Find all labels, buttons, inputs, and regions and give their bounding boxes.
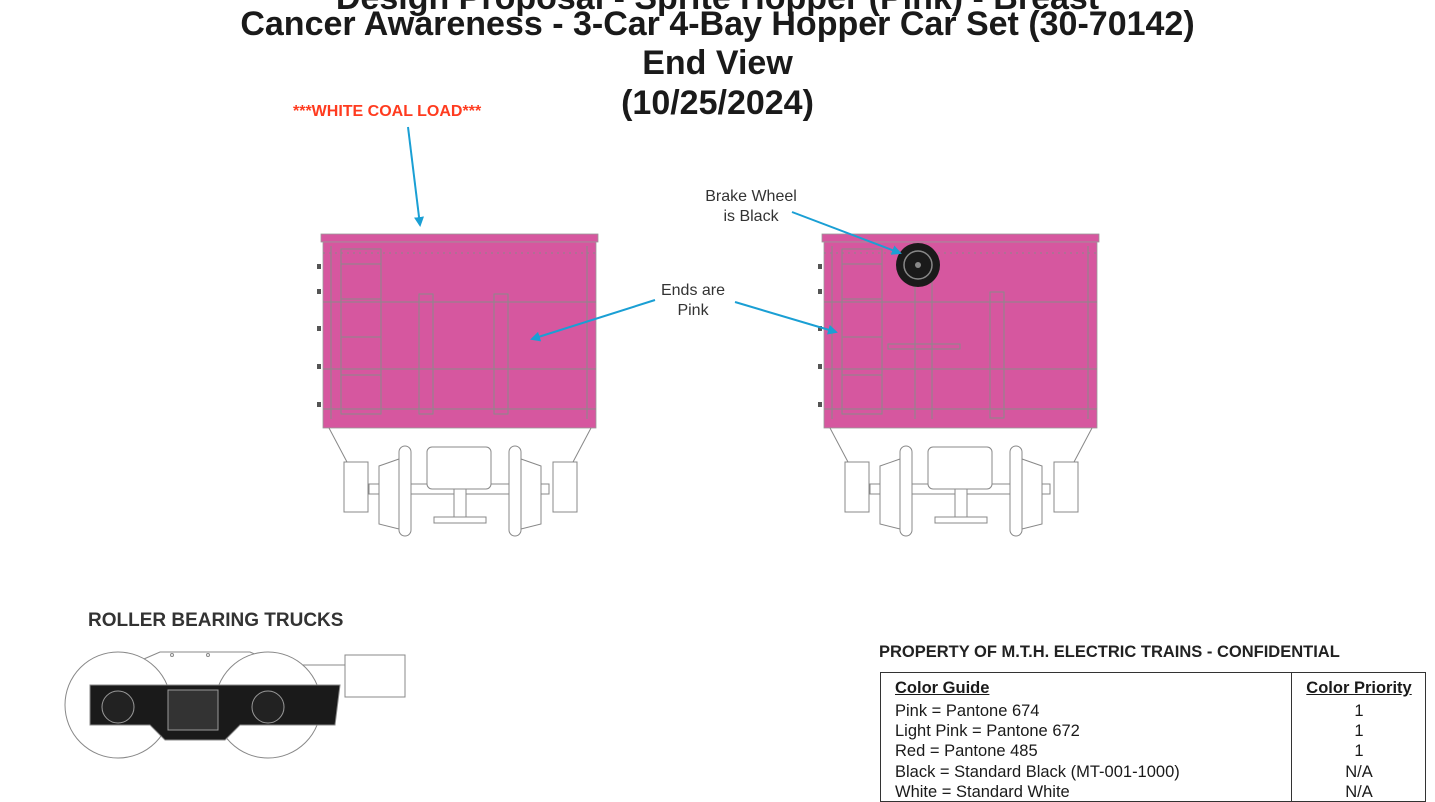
brake-wheel-callout-line1: Brake Wheel xyxy=(705,188,797,205)
coal-load-callout: ***WHITE COAL LOAD*** xyxy=(293,103,482,120)
hopper-end-view-left xyxy=(316,233,599,537)
brake-wheel-callout-line2: is Black xyxy=(723,208,779,225)
table-divider xyxy=(1291,673,1292,801)
brake-wheel-icon xyxy=(896,243,940,287)
priority-cell: 1 xyxy=(1354,722,1364,740)
confidential-notice: PROPERTY OF M.T.H. ELECTRIC TRAINS - CON… xyxy=(879,643,1340,661)
ends-callout: Ends are Pink xyxy=(633,281,753,321)
color-priority-header: Color Priority xyxy=(1306,679,1412,697)
title-line-1: Design Proposal - Sprite Hopper (Pink) -… xyxy=(0,0,1435,18)
title-line-2: Cancer Awareness - 3-Car 4-Bay Hopper Ca… xyxy=(240,5,1195,43)
ends-callout-line1: Ends are xyxy=(660,282,726,299)
title-date: (10/25/2024) xyxy=(621,84,814,122)
priority-cell: N/A xyxy=(1345,783,1373,801)
color-row: Pink = Pantone 674 xyxy=(895,702,1040,720)
priority-cell: 1 xyxy=(1354,742,1364,760)
ends-callout-line2: Pink xyxy=(677,302,709,319)
hopper-end-view-right xyxy=(817,233,1100,537)
brake-wheel-callout: Brake Wheel is Black xyxy=(681,187,821,227)
color-row: Light Pink = Pantone 672 xyxy=(895,722,1080,740)
color-guide-header: Color Guide xyxy=(895,679,990,697)
title-line-3: End View xyxy=(642,44,793,82)
priority-cell: 1 xyxy=(1354,702,1364,720)
priority-cell: N/A xyxy=(1345,763,1373,781)
color-guide-table: Color Guide Color Priority Pink = Panton… xyxy=(880,672,1426,802)
callout-arrows xyxy=(407,126,902,342)
color-row: Red = Pantone 485 xyxy=(895,742,1038,760)
color-row: Black = Standard Black (MT-001-1000) xyxy=(895,763,1180,781)
color-row: White = Standard White xyxy=(895,783,1070,801)
trucks-label: ROLLER BEARING TRUCKS xyxy=(88,610,344,631)
roller-bearing-truck-drawing xyxy=(64,651,406,759)
